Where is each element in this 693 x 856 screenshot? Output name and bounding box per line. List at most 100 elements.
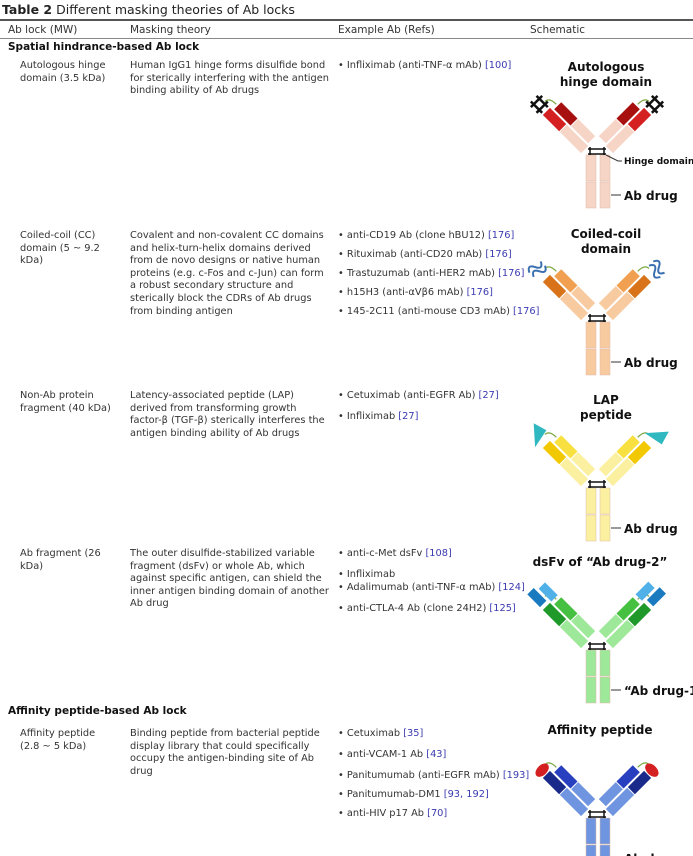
coiled-coil-icon <box>527 261 547 278</box>
schematic-subtitle: domain <box>581 242 631 256</box>
reference-link[interactable]: [43] <box>426 749 447 760</box>
example-ab-item: • Panitumumab (anti-EGFR mAb) [193] <box>338 770 529 783</box>
dsfv-light <box>538 582 558 602</box>
reference-link[interactable]: [27] <box>478 390 499 401</box>
heavy-constant <box>605 124 635 154</box>
light-constant <box>571 286 596 311</box>
reference-link[interactable]: [125] <box>489 603 516 614</box>
reference-link[interactable]: [176] <box>485 249 512 260</box>
light-constant <box>571 614 596 639</box>
reference-link[interactable]: [27] <box>398 411 419 422</box>
example-ab-text: • anti-c-Met dsFv <box>338 548 426 559</box>
reference-link[interactable]: [193] <box>502 770 530 781</box>
example-ab-text: • anti-CD19 Ab (clone hBU12) <box>338 230 488 241</box>
heavy-variable <box>542 602 567 627</box>
right-arm <box>598 94 665 154</box>
header-rule <box>0 38 693 39</box>
ab-lock-cell: Coiled-coil (CC) domain (5 ~ 9.2 kDa) <box>20 230 100 267</box>
masking-theory-cell: Human IgG1 hinge forms disulfide bond fo… <box>130 60 329 97</box>
ab-drug-label: Ab drug <box>624 356 678 370</box>
header-example-ab: Example Ab (Refs) <box>338 24 435 36</box>
light-constant <box>598 782 623 807</box>
stem-segment <box>585 487 597 515</box>
lap-peptide-icon <box>644 431 669 445</box>
hinge-bonds <box>588 642 606 650</box>
example-ab-item: • Infliximab <box>338 569 395 582</box>
heavy-variable <box>542 770 567 795</box>
light-constant <box>571 119 596 144</box>
linker <box>637 99 650 105</box>
example-ab-item: • anti-c-Met dsFv [108] <box>338 548 452 561</box>
coiled-coil-icon <box>648 259 665 279</box>
example-ab-text: • Cetuximab <box>338 728 404 739</box>
header-schematic: Schematic <box>530 24 586 36</box>
right-arm <box>598 762 659 817</box>
left-arm <box>529 94 596 154</box>
example-ab-text: • Adalimumab (anti-TNF-α mAb) <box>338 582 499 593</box>
antibody-schematic: dsFv of “Ab drug-2”“Ab drug-1” <box>527 555 693 704</box>
dsfv-heavy <box>646 587 666 607</box>
heavy-constant <box>605 619 635 649</box>
light-variable <box>554 765 578 789</box>
example-ab-item: • h15H3 (anti-αVβ6 mAb) [176] <box>338 287 493 300</box>
light-constant <box>598 614 623 639</box>
linker <box>544 432 557 438</box>
reference-link[interactable]: [176] <box>498 268 525 279</box>
example-ab-text: • Panitumumab (anti-EGFR mAb) <box>338 770 503 781</box>
ab-lock-cell: Affinity peptide (2.8 ~ 5 kDa) <box>20 728 96 752</box>
stem-segment <box>599 321 611 349</box>
reference-link[interactable]: [93, 192] <box>443 789 489 800</box>
heavy-constant <box>605 787 635 817</box>
left-arm <box>527 261 596 321</box>
example-ab-text: • Cetuximab (anti-EGFR Ab) <box>338 390 479 401</box>
light-variable <box>616 765 640 789</box>
stem-segment <box>599 649 611 677</box>
right-arm <box>598 431 669 487</box>
heavy-constant <box>605 291 635 321</box>
reference-link[interactable]: [35] <box>403 728 424 739</box>
hinge-label: Hinge domain <box>624 157 693 167</box>
top-rule <box>0 19 693 21</box>
hinge-mask-icon <box>645 94 665 114</box>
reference-link[interactable]: [124] <box>498 582 525 593</box>
heavy-variable <box>627 602 652 627</box>
ab-lock-cell: Autologous hinge domain (3.5 kDa) <box>20 60 106 84</box>
schematic-title: Autologous <box>568 60 645 74</box>
ab-drug-label: “Ab drug-1” <box>624 684 693 698</box>
ab-lock-cell: Non-Ab protein fragment (40 kDa) <box>20 390 111 414</box>
example-ab-text: • anti-HIV p17 Ab <box>338 808 428 819</box>
reference-link[interactable]: [176] <box>487 230 515 241</box>
reference-link[interactable]: [100] <box>484 60 512 71</box>
header-masking-theory: Masking theory <box>130 24 211 36</box>
light-constant <box>598 452 623 477</box>
example-ab-item: • Trastuzumab (anti-HER2 mAb) [176] <box>338 268 524 281</box>
stem-segment <box>599 844 611 856</box>
example-ab-item: • anti-HIV p17 Ab [70] <box>338 808 447 821</box>
light-variable <box>554 597 578 621</box>
example-ab-item: • Cetuximab (anti-EGFR Ab) [27] <box>338 390 499 403</box>
masking-theory-cell: Binding peptide from bacterial peptide d… <box>130 728 320 777</box>
heavy-variable <box>627 107 652 132</box>
reference-link[interactable]: [176] <box>513 306 540 317</box>
light-constant <box>598 286 623 311</box>
example-ab-item: • anti-CTLA-4 Ab (clone 24H2) [125] <box>338 603 516 616</box>
stem-segment <box>585 649 597 677</box>
example-ab-text: • h15H3 (anti-αVβ6 mAb) <box>338 287 467 298</box>
table-title: Different masking theories of Ab locks <box>56 2 295 17</box>
reference-link[interactable]: [108] <box>425 548 452 559</box>
left-arm <box>527 582 596 649</box>
example-ab-text: • Panitumumab-DM1 <box>338 789 444 800</box>
heavy-constant <box>559 787 589 817</box>
left-arm <box>535 762 596 817</box>
hinge-pointer <box>605 154 622 162</box>
masking-theory-cell: The outer disulfide-stabilized variable … <box>130 548 329 610</box>
heavy-variable <box>542 107 567 132</box>
reference-link[interactable]: [176] <box>466 287 493 298</box>
masking-theory-cell: Latency-associated peptide (LAP) derived… <box>130 390 325 439</box>
schematic-subtitle: hinge domain <box>560 75 652 89</box>
reference-link[interactable]: [70] <box>427 808 448 819</box>
